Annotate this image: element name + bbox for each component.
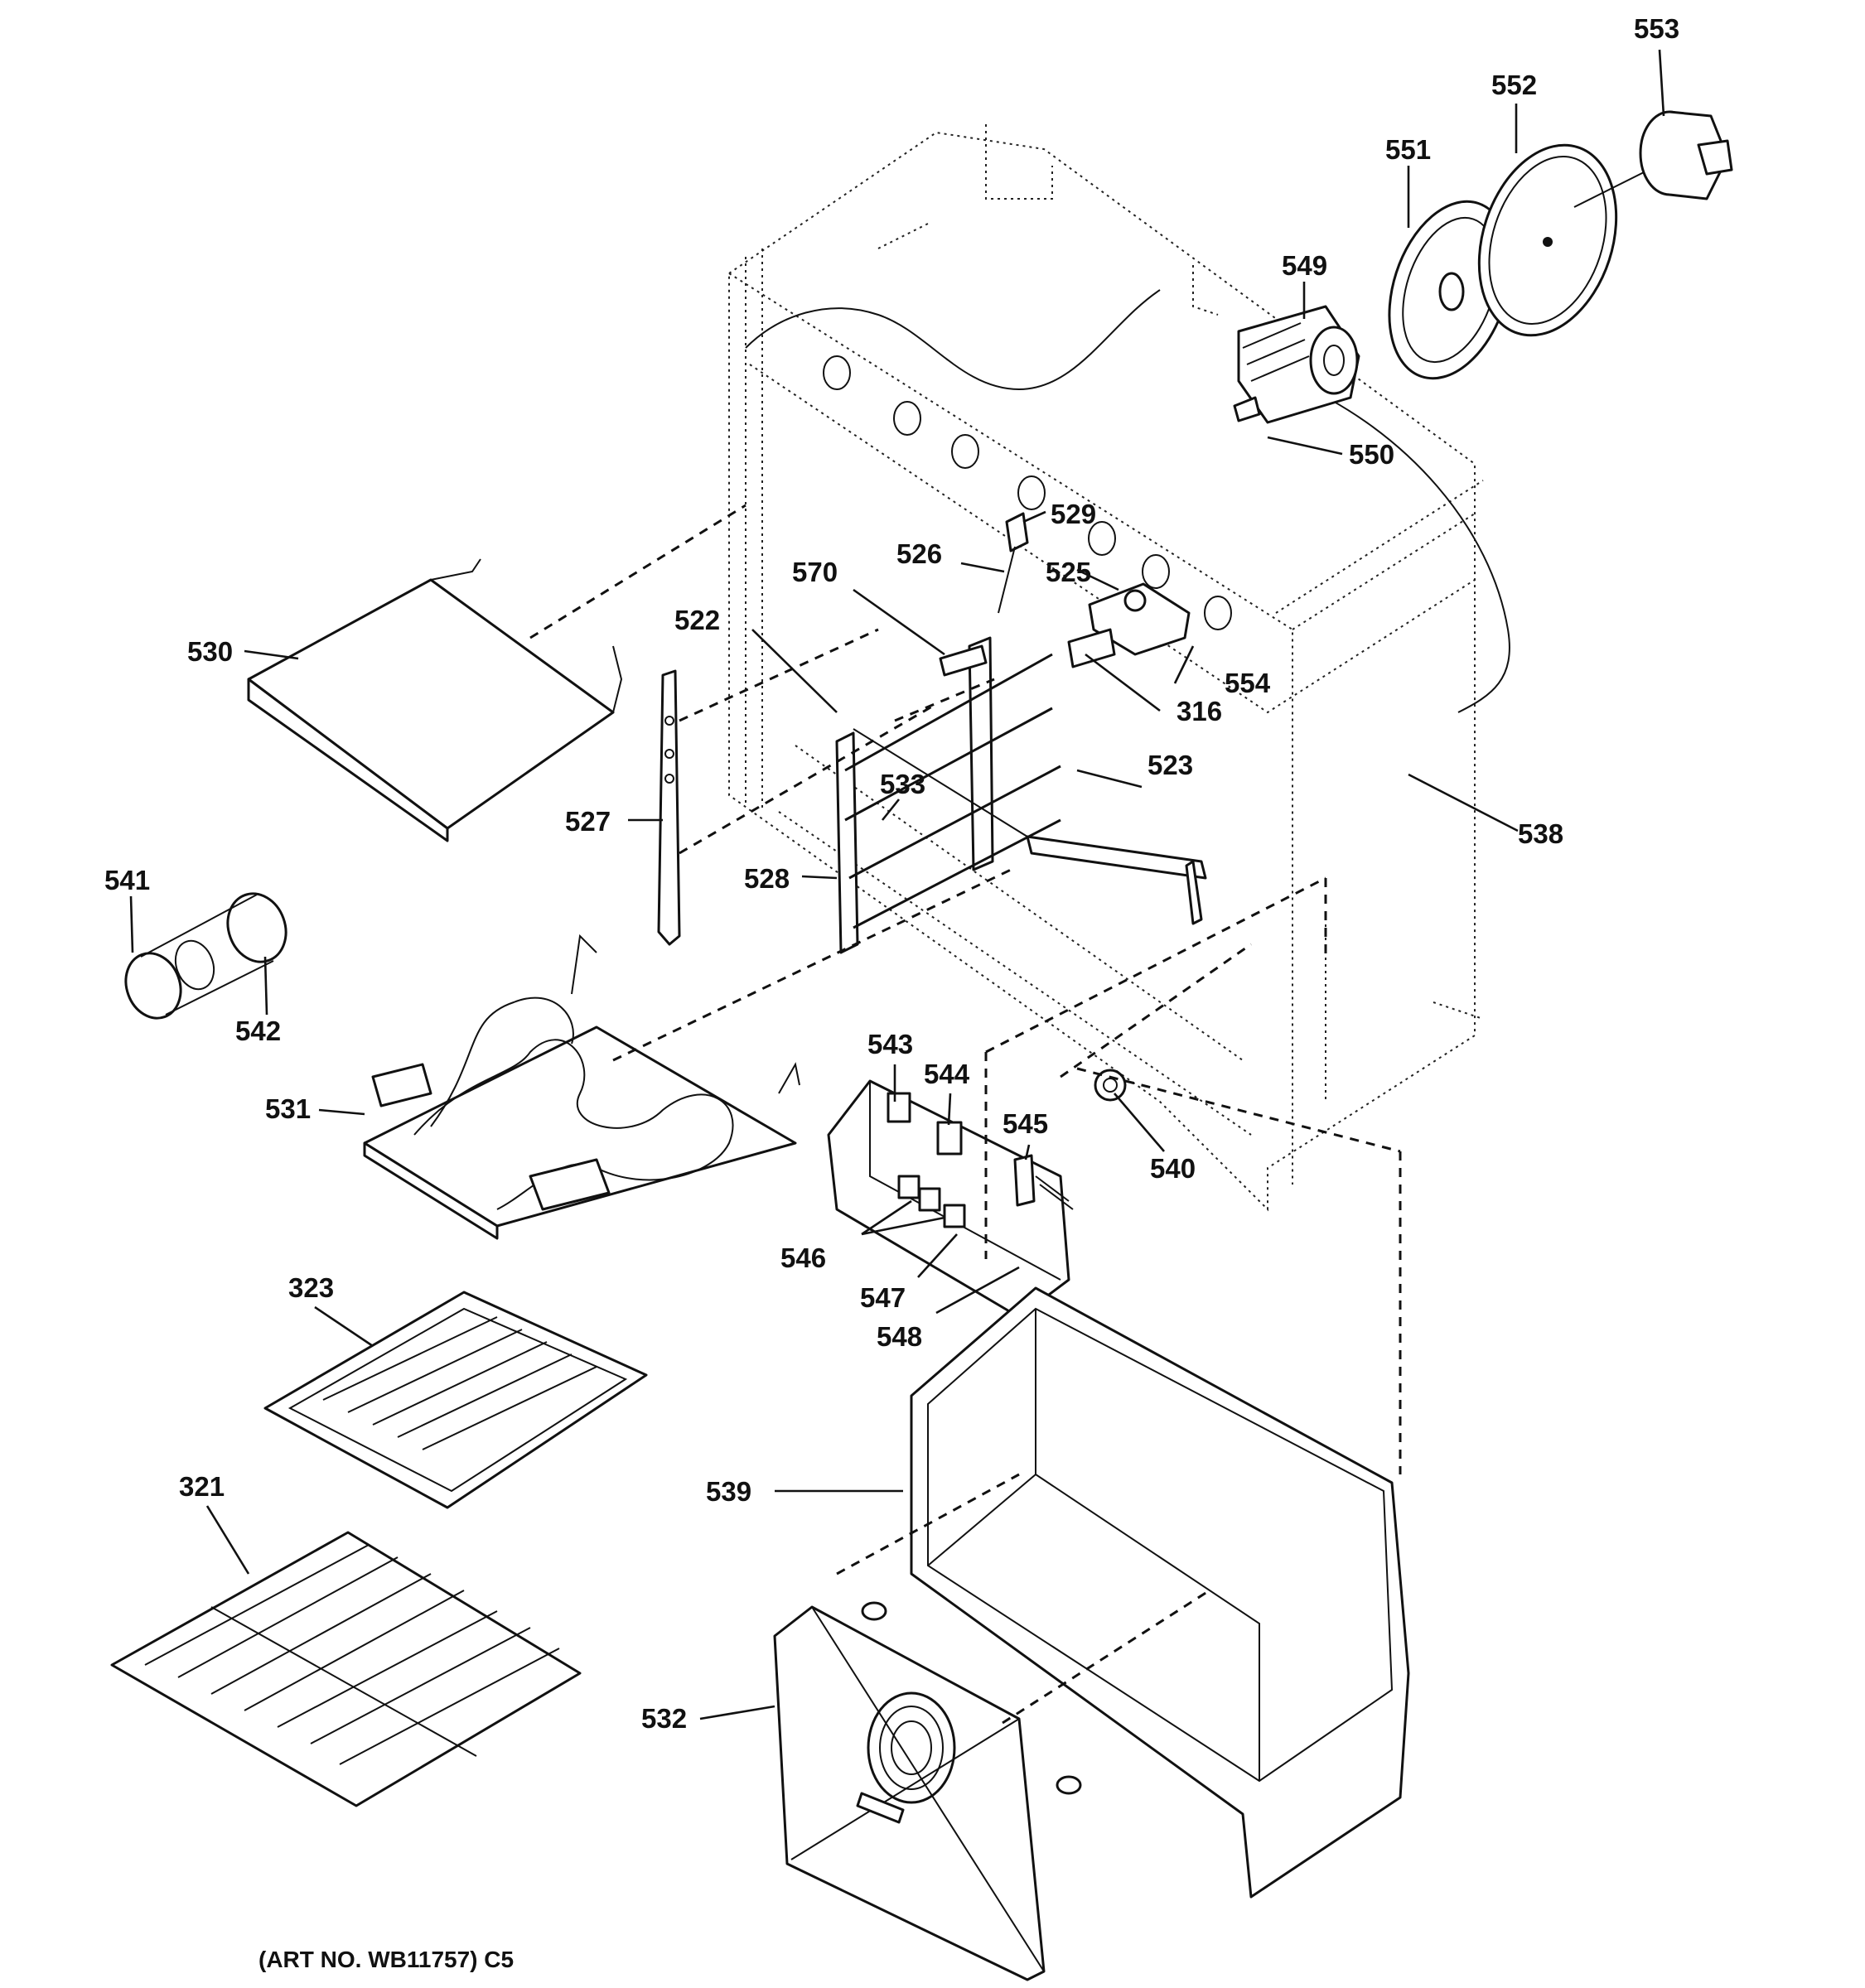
callout-549: 549 [1282, 250, 1327, 281]
callout-543: 543 [867, 1029, 913, 1059]
oven-body-frame [728, 124, 1510, 1212]
relay-board-assembly [827, 1079, 1074, 1319]
explosion-lines [529, 504, 1402, 1725]
callout-551: 551 [1385, 134, 1431, 165]
callout-529: 529 [1051, 499, 1096, 529]
callout-538: 538 [1518, 818, 1563, 849]
art-number-caption: (ART NO. WB11757) C5 [258, 1947, 514, 1972]
callout-553: 553 [1634, 13, 1679, 44]
callout-531: 531 [265, 1093, 311, 1124]
side-bracket-527 [657, 669, 681, 946]
element-cover-530 [247, 558, 623, 842]
oven-light-assembly [124, 892, 287, 1020]
callout-545: 545 [1003, 1108, 1048, 1139]
broil-pan-323 [263, 1291, 648, 1509]
callout-548: 548 [877, 1321, 922, 1352]
callout-323: 323 [288, 1272, 334, 1303]
callout-552: 552 [1491, 70, 1537, 100]
bake-element-531 [363, 934, 800, 1240]
oven-rack-321 [110, 1531, 582, 1807]
callout-546: 546 [780, 1242, 826, 1273]
callout-530: 530 [187, 636, 233, 667]
callout-321: 321 [179, 1471, 225, 1502]
rear-panel-532 [773, 1601, 1082, 1981]
callout-547: 547 [860, 1282, 906, 1313]
callout-540: 540 [1150, 1153, 1196, 1184]
callout-522: 522 [674, 605, 720, 635]
callout-316: 316 [1176, 696, 1222, 726]
callout-526: 526 [896, 538, 942, 569]
callout-570: 570 [792, 557, 838, 587]
sensor-and-thermostat [998, 512, 1191, 668]
callout-533: 533 [880, 769, 925, 799]
callout-523: 523 [1148, 750, 1193, 780]
callout-554: 554 [1225, 668, 1271, 698]
cooling-fan-blower [1233, 305, 1360, 424]
callout-525: 525 [1046, 557, 1091, 587]
convection-fan-assembly [1388, 110, 1733, 380]
callout-542: 542 [235, 1016, 281, 1046]
callout-528: 528 [744, 863, 790, 894]
callout-532: 532 [641, 1703, 687, 1734]
callout-527: 527 [565, 806, 611, 837]
callout-labels: 553 552 551 549 550 529 526 525 570 522 … [104, 13, 1679, 1734]
callout-544: 544 [924, 1059, 970, 1089]
leader-lines [129, 49, 1665, 1720]
callout-539: 539 [706, 1476, 751, 1507]
callout-550: 550 [1349, 439, 1394, 470]
oven-liner-539 [910, 1286, 1410, 1899]
rack-support-frame [835, 636, 1207, 954]
callout-541: 541 [104, 865, 150, 895]
switch-540 [1094, 1069, 1127, 1102]
